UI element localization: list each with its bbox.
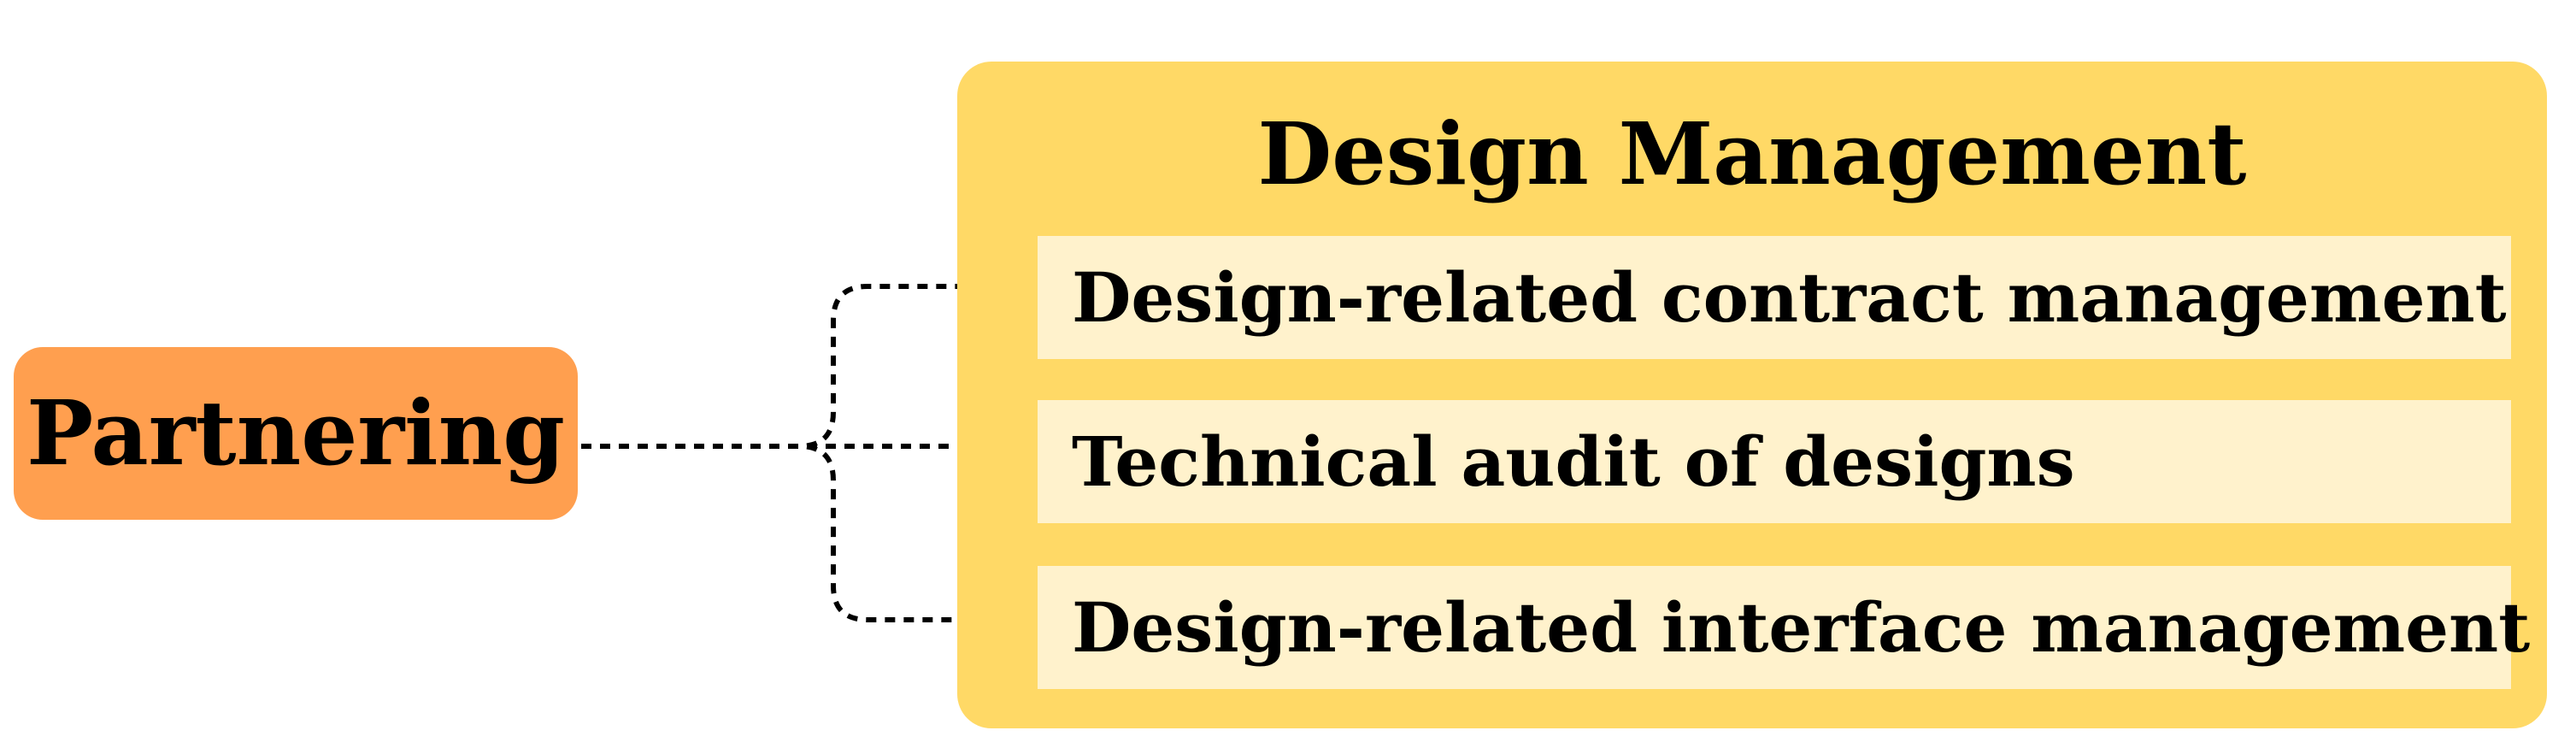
partnering-node: Partnering <box>14 347 578 520</box>
item-technical-audit-of-designs: Technical audit of designs <box>1038 400 2511 523</box>
partnering-label: Partnering <box>26 380 566 486</box>
item-label: Design-related contract management <box>1072 257 2507 338</box>
item-label: Design-related interface management <box>1072 587 2531 668</box>
design-management-title: Design Management <box>1257 103 2247 204</box>
design-management-group: Design Management Design-related contrac… <box>957 62 2547 728</box>
item-label: Technical audit of designs <box>1072 421 2075 502</box>
item-design-related-interface-management: Design-related interface management <box>1038 566 2530 689</box>
item-design-related-contract-management: Design-related contract management <box>1038 236 2511 359</box>
